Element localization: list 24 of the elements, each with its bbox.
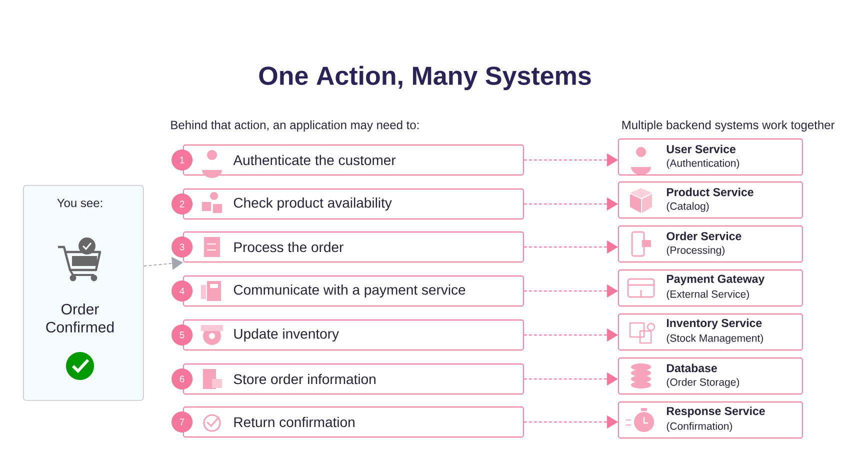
service-box: Order Service (Processing): [618, 226, 803, 262]
step-box: 2 Check product availability: [172, 188, 524, 220]
step-box: 6 Store order information: [172, 364, 524, 394]
service-box: Inventory Service (Stock Management): [618, 314, 803, 350]
step-box: 3 Process the order: [172, 232, 524, 262]
title: One Action, Many Systems: [259, 66, 591, 90]
service-box: Response Service (Confirmation): [618, 402, 803, 438]
number-badge: 5: [172, 324, 192, 346]
step-box: 7 Return confirmation: [172, 406, 524, 438]
number-badge: 2: [172, 194, 192, 214]
result-panel: You see: Order Confirmed: [23, 185, 144, 401]
number-badge: 3: [172, 236, 192, 258]
service-box: User Service (Authentication): [618, 138, 803, 176]
step-box: 1 Authenticate the customer: [172, 144, 524, 178]
step-box: 4 Communicate with a payment service: [172, 276, 524, 306]
service-box: Payment Gateway (External Service): [618, 270, 803, 306]
service-box: Product Service (Catalog): [618, 182, 803, 218]
service-box: Database (Order Storage): [618, 358, 803, 394]
column-heading: Behind that action, an application may need to:: [171, 120, 419, 132]
number-badge: 1: [172, 150, 192, 170]
number-badge: 4: [172, 280, 192, 302]
number-badge: 6: [172, 368, 192, 390]
step-box: 5 Update inventory: [172, 320, 524, 350]
number-badge: 7: [172, 412, 192, 432]
